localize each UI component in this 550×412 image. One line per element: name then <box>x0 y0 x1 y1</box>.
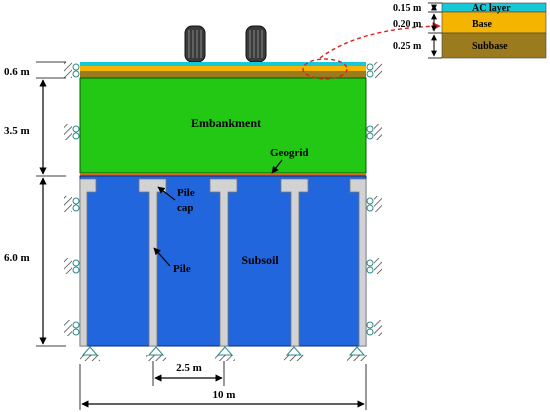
right-roller-support <box>366 320 382 336</box>
embankment-height-label: 3.5 m <box>4 125 30 137</box>
base-layer-band <box>80 66 366 71</box>
pile-label: Pile <box>173 263 191 275</box>
right-roller-support <box>366 258 382 274</box>
pin-support <box>215 346 235 361</box>
model-width-dimension <box>79 364 367 410</box>
wheel-right <box>245 25 267 63</box>
pin-support <box>347 346 367 361</box>
embankment-region <box>79 77 367 174</box>
legend-name-base: Base <box>472 19 493 30</box>
legend-thickness-base: 0.20 m <box>393 19 422 30</box>
left-roller-support <box>64 196 80 212</box>
pile-cap-label-line1: Pile <box>177 187 195 199</box>
subbase-layer-band <box>80 71 366 78</box>
legend-swatch-subbase <box>441 32 547 59</box>
detail-callout-arrow <box>319 21 441 59</box>
legend-thickness-ac-layer: 0.15 m <box>393 3 422 14</box>
piles <box>79 178 367 347</box>
subsoil-label: Subsoil <box>241 253 279 267</box>
wheel-left <box>184 25 206 63</box>
ac-layer-band <box>80 62 366 66</box>
subsoil-height-label: 6.0 m <box>4 252 30 264</box>
pavement-detail-marker <box>302 58 348 80</box>
right-roller-support <box>366 124 382 140</box>
height-dimensions <box>36 61 66 347</box>
geogrid-pointer-arrow <box>271 159 283 174</box>
pavement-height-label: 0.6 m <box>4 66 30 78</box>
embankment-label: Embankment <box>191 116 261 130</box>
pile-column <box>209 178 238 347</box>
geogrid-layer <box>80 173 366 176</box>
geogrid-label: Geogrid <box>270 147 309 159</box>
left-roller-support <box>64 258 80 274</box>
pile-cap <box>138 178 167 347</box>
pavement-layer-legend: 0.15 m 0.20 m 0.25 m AC layer Base Subba… <box>393 2 547 59</box>
pavement-layers <box>80 62 366 78</box>
pile-column <box>79 178 97 347</box>
left-roller-support <box>64 320 80 336</box>
right-roller-support <box>366 196 382 212</box>
vehicle-wheels <box>184 25 267 63</box>
pile-cap <box>349 178 367 347</box>
pile-spacing-label: 2.5 m <box>176 362 202 374</box>
pile-cap-label-line2: cap <box>177 202 194 214</box>
pile-cap-pointer-arrow <box>157 186 176 201</box>
pile-column <box>138 178 167 347</box>
left-roller-support <box>64 124 80 140</box>
model-width-label: 10 m <box>213 389 236 401</box>
pile-cap <box>79 178 97 347</box>
pin-support <box>284 346 304 361</box>
pile-cap <box>280 178 309 347</box>
pile-pointer-arrow <box>153 247 171 267</box>
pile-column <box>280 178 309 347</box>
pin-support <box>80 346 100 361</box>
pile-spacing-dimension <box>152 361 225 386</box>
left-roller-support <box>64 62 80 78</box>
legend-swatch-base <box>441 11 547 34</box>
pile-cap <box>209 178 238 347</box>
legend-name-ac-layer: AC layer <box>472 3 511 14</box>
bottom-pin-supports <box>80 346 367 361</box>
side-roller-supports <box>64 62 382 336</box>
legend-name-subbase: Subbase <box>472 41 508 52</box>
pile-column <box>349 178 367 347</box>
right-roller-support <box>366 62 382 78</box>
pin-support <box>146 346 166 361</box>
legend-thickness-subbase: 0.25 m <box>393 41 422 52</box>
